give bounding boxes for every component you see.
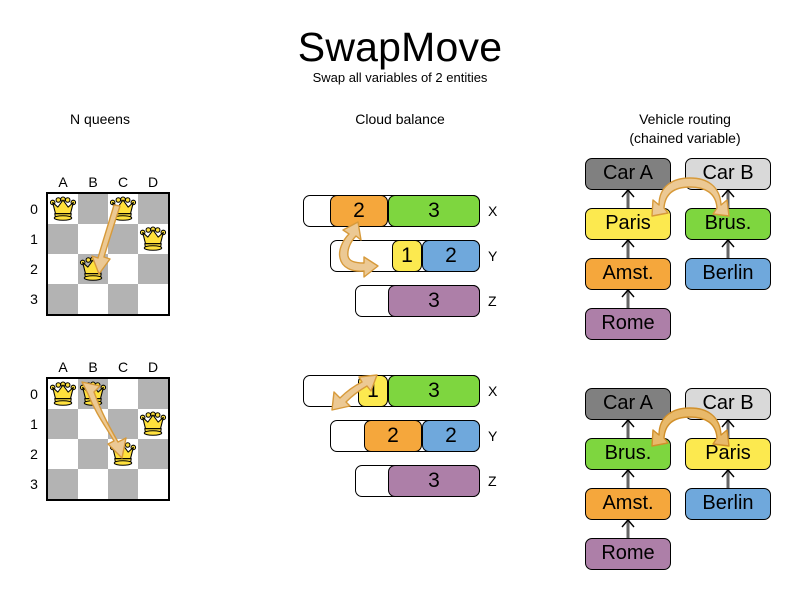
queen-C0[interactable] (108, 194, 138, 224)
board-cell-A2[interactable] (48, 254, 78, 284)
routing-after-node-amst[interactable]: Amst. (585, 488, 671, 520)
board-cell-C3[interactable] (108, 284, 138, 314)
board-cell-D2[interactable] (138, 254, 168, 284)
board-file-label-A: A (58, 174, 68, 190)
routing-before-node-paris[interactable]: Paris (585, 208, 671, 240)
queen-B2[interactable] (78, 254, 108, 284)
board-cell-A2[interactable] (48, 439, 78, 469)
process-block-Z-1[interactable]: 3 (388, 285, 480, 317)
routing-after-node-car-a[interactable]: Car A (585, 388, 671, 420)
board-cell-B2[interactable] (78, 439, 108, 469)
page-title: SwapMove (297, 24, 503, 70)
board-file-label-D: D (147, 359, 159, 375)
routing-after-node-brus[interactable]: Brus. (585, 438, 671, 470)
computer-label-Z: Z (488, 473, 497, 489)
board-rank-label-3: 3 (30, 476, 38, 492)
board-cell-C3[interactable] (108, 469, 138, 499)
queen-D1[interactable] (138, 224, 168, 254)
routing-after-node-car-b[interactable]: Car B (685, 388, 771, 420)
queen-C2[interactable] (108, 439, 138, 469)
board-file-label-B: B (88, 359, 98, 375)
board-cell-C1[interactable] (108, 409, 138, 439)
board-rank-label-1: 1 (30, 416, 38, 432)
board-file-label-B: B (88, 174, 98, 190)
queen-A0[interactable] (48, 194, 78, 224)
board-cell-D3[interactable] (138, 469, 168, 499)
routing-before-node-amst[interactable]: Amst. (585, 258, 671, 290)
routing-before-node-car-a[interactable]: Car A (585, 158, 671, 190)
board-cell-B3[interactable] (78, 284, 108, 314)
section-heading-vehicle-routing-line1: Vehicle routing (639, 111, 731, 127)
board-rank-label-0: 0 (30, 386, 38, 402)
board-cell-A3[interactable] (48, 469, 78, 499)
board-cell-C0[interactable] (108, 379, 138, 409)
routing-before-node-brus[interactable]: Brus. (685, 208, 771, 240)
computer-label-X: X (488, 383, 498, 399)
section-heading-cloud-balance: Cloud balance (355, 111, 445, 127)
board-cell-A1[interactable] (48, 409, 78, 439)
chessboard-after[interactable]: A B C D 0 1 2 3 (24, 355, 194, 515)
routing-before-node-rome[interactable]: Rome (585, 308, 671, 340)
chessboard-after-grid (46, 377, 170, 501)
board-cell-B3[interactable] (78, 469, 108, 499)
process-block-Y-2[interactable]: 2 (422, 240, 480, 272)
board-cell-B1[interactable] (78, 409, 108, 439)
board-cell-D3[interactable] (138, 284, 168, 314)
board-cell-C1[interactable] (108, 224, 138, 254)
board-rank-label-2: 2 (30, 446, 38, 462)
process-block-Y-2[interactable]: 2 (422, 420, 480, 452)
chessboard-before-grid (46, 192, 170, 316)
board-rank-label-0: 0 (30, 201, 38, 217)
queen-B0[interactable] (78, 379, 108, 409)
section-heading-nqueens: N queens (70, 111, 130, 127)
board-rank-label-3: 3 (30, 291, 38, 307)
process-block-X-1[interactable]: 1 (358, 375, 388, 407)
page-subtitle: Swap all variables of 2 entities (312, 70, 488, 85)
process-block-Y-1[interactable]: 2 (364, 420, 422, 452)
computer-label-X: X (488, 203, 498, 219)
process-block-X-1[interactable]: 2 (330, 195, 388, 227)
board-cell-B0[interactable] (78, 194, 108, 224)
board-file-label-C: C (117, 174, 129, 190)
process-block-Y-1[interactable]: 1 (392, 240, 422, 272)
queen-A0[interactable] (48, 379, 78, 409)
routing-after-node-berlin[interactable]: Berlin (685, 488, 771, 520)
queen-D1[interactable] (138, 409, 168, 439)
board-file-label-C: C (117, 359, 129, 375)
process-block-X-2[interactable]: 3 (388, 375, 480, 407)
board-cell-A3[interactable] (48, 284, 78, 314)
board-cell-D0[interactable] (138, 194, 168, 224)
computer-label-Y: Y (488, 428, 498, 444)
board-rank-label-2: 2 (30, 261, 38, 277)
routing-after-node-paris[interactable]: Paris (685, 438, 771, 470)
chessboard-before[interactable]: A B C D 0 1 2 3 (24, 170, 194, 330)
routing-after-node-rome[interactable]: Rome (585, 538, 671, 570)
board-cell-B1[interactable] (78, 224, 108, 254)
routing-before-node-car-b[interactable]: Car B (685, 158, 771, 190)
board-cell-A1[interactable] (48, 224, 78, 254)
section-heading-vehicle-routing-line2: (chained variable) (629, 130, 741, 146)
computer-label-Y: Y (488, 248, 498, 264)
process-block-Z-1[interactable]: 3 (388, 465, 480, 497)
board-cell-D0[interactable] (138, 379, 168, 409)
board-rank-label-1: 1 (30, 231, 38, 247)
section-heading-vehicle-routing: Vehicle routing (chained variable) (590, 110, 780, 148)
computer-label-Z: Z (488, 293, 497, 309)
board-cell-C2[interactable] (108, 254, 138, 284)
board-cell-D2[interactable] (138, 439, 168, 469)
board-file-label-A: A (58, 359, 68, 375)
board-file-label-D: D (147, 174, 159, 190)
routing-before-node-berlin[interactable]: Berlin (685, 258, 771, 290)
process-block-X-2[interactable]: 3 (388, 195, 480, 227)
